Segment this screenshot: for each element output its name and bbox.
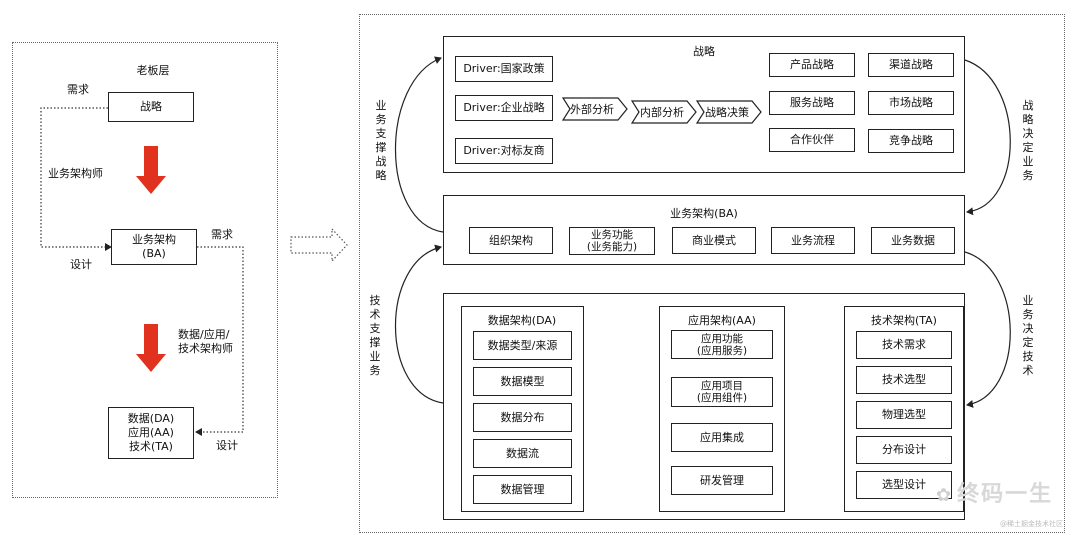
ba-item-process: 业务流程 (771, 227, 855, 254)
driver-box-1: Driver:国家政策 (455, 56, 553, 82)
aa-title: 应用架构(AA) (688, 314, 756, 327)
step-internal-analysis: 内部分析 (631, 100, 697, 124)
design-label-2: 设计 (216, 439, 238, 452)
driver-box-2: Driver:企业战略 (455, 95, 553, 121)
da-item-distribution: 数据分布 (473, 403, 572, 432)
boss-layer-title: 老板层 (136, 64, 170, 77)
ta-item-distribution: 分布设计 (856, 436, 952, 464)
step-label: 内部分析 (640, 106, 684, 119)
demand-label-1: 需求 (67, 83, 89, 96)
da-title: 数据架构(DA) (487, 314, 557, 327)
market-strategy-box: 市场战略 (868, 91, 954, 115)
step-external-analysis: 外部分析 (562, 97, 628, 121)
step-label: 外部分析 (570, 103, 614, 116)
aa-item-integration: 应用集成 (671, 423, 773, 452)
ba-panel-title: 业务架构(BA) (670, 207, 738, 220)
design-label-1: 设计 (70, 258, 92, 271)
watermark-logo: ✿终码一生 (936, 476, 1053, 508)
ta-item-physical: 物理选型 (856, 401, 952, 429)
transition-arrow-icon (290, 227, 348, 263)
service-strategy-box: 服务战略 (769, 91, 855, 115)
ba-item-function: 业务功能 (业务能力) (569, 227, 655, 255)
ta-item-requirements: 技术需求 (856, 331, 952, 359)
chevron-arrow-icon (631, 100, 697, 124)
driver-box-3: Driver:对标友商 (455, 138, 553, 164)
da-item-management: 数据管理 (473, 475, 572, 504)
ba-item-data: 业务数据 (871, 227, 955, 254)
aa-item-rnd: 研发管理 (671, 466, 773, 495)
chevron-arrow-icon (696, 100, 762, 124)
wechat-icon: ✿ (936, 485, 954, 506)
side-label-business-supports-strategy: 业务支撑战略 (375, 99, 387, 182)
left-strategy-box: 战略 (108, 92, 194, 122)
aa-item-function: 应用功能 (应用服务) (671, 330, 773, 359)
strategy-panel-title: 战略 (693, 45, 715, 58)
da-item-model: 数据模型 (473, 367, 572, 396)
right-frame (359, 14, 1065, 533)
ba-item-org: 组织架构 (469, 227, 553, 254)
left-impl-box: 数据(DA) 应用(AA) 技术(TA) (108, 407, 194, 459)
ta-item-selection: 技术选型 (856, 366, 952, 394)
da-item-flow: 数据流 (473, 439, 572, 468)
side-label-tech-supports-business: 技术支撑业务 (369, 294, 381, 377)
ta-item-design: 选型设计 (856, 471, 952, 499)
architects-label: 数据/应用/ 技术架构师 (178, 328, 233, 355)
competition-strategy-box: 竞争战略 (868, 129, 954, 153)
partner-box: 合作伙伴 (769, 128, 855, 152)
aa-item-project: 应用项目 (应用组件) (671, 377, 773, 407)
step-strategy-decision: 战略决策 (696, 100, 762, 124)
left-ba-box: 业务架构 (BA) (111, 229, 197, 265)
demand-label-2: 需求 (211, 228, 233, 241)
left-frame (12, 42, 278, 498)
product-strategy-box: 产品战略 (769, 53, 855, 77)
ta-title: 技术架构(TA) (871, 314, 937, 327)
watermark-text: 终码一生 (957, 482, 1054, 507)
step-label: 战略决策 (705, 106, 749, 119)
da-item-type: 数据类型/来源 (473, 331, 572, 360)
ba-item-business-model: 商业模式 (672, 227, 756, 254)
side-label-strategy-decides-business: 战略决定业务 (1022, 99, 1034, 182)
side-label-business-decides-tech: 业务决定技术 (1022, 294, 1034, 377)
business-architect-label: 业务架构师 (48, 167, 103, 180)
channel-strategy-box: 渠道战略 (868, 53, 954, 77)
watermark-subtext: @稀土掘金技术社区 (1000, 520, 1063, 528)
chevron-arrow-icon (562, 97, 628, 121)
